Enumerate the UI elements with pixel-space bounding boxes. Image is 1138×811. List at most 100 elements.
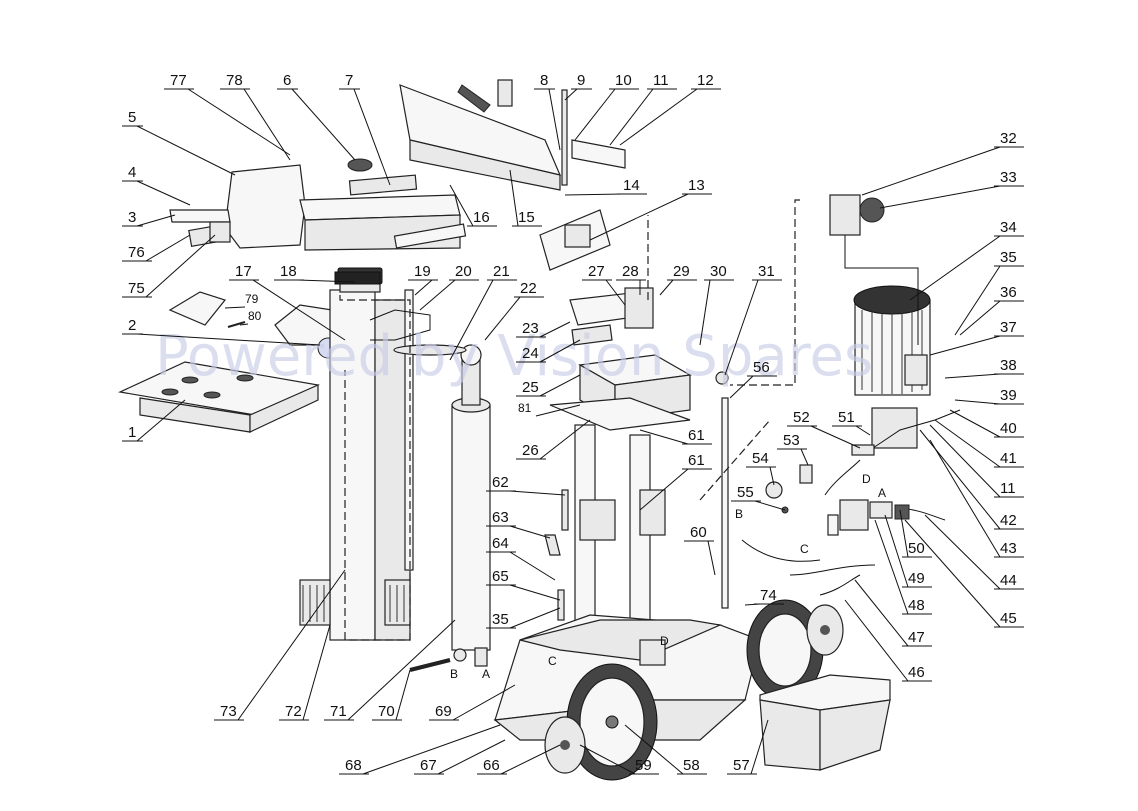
- callout-leader-line: [539, 321, 571, 338]
- callout-number: 66: [483, 757, 500, 774]
- callout-leader-line: [136, 399, 186, 442]
- callout-number: 17: [235, 263, 252, 280]
- callout-number: 30: [710, 263, 727, 280]
- callout-leader-line: [145, 234, 216, 298]
- part-electric-motor: [829, 194, 931, 449]
- callout-leader-line: [699, 279, 711, 346]
- callout-leader-line: [509, 551, 556, 581]
- callout-leader-line: [861, 146, 1001, 196]
- callout-leader-line: [944, 373, 1001, 379]
- callout-number: 16: [473, 209, 490, 226]
- connector-letter-base-c: C: [548, 654, 557, 668]
- callout-number: 1: [128, 424, 136, 441]
- callout-leader-line: [452, 684, 516, 721]
- callout-number: 2: [128, 317, 136, 334]
- part-hydraulic-cylinder: [393, 344, 491, 667]
- part-valve-block: [827, 499, 910, 536]
- callout-leader-line: [874, 519, 909, 615]
- callout-leader-line: [954, 265, 1001, 336]
- callout-number: 21: [493, 263, 510, 280]
- callout-leader-line: [589, 193, 689, 241]
- part-wheels: [544, 599, 844, 781]
- part-levers: [544, 489, 569, 621]
- callout-leader-line: [414, 279, 433, 296]
- callout-number: 36: [1000, 284, 1017, 301]
- callout-leader-line: [395, 669, 411, 721]
- connector-letter-ram-a: A: [482, 667, 490, 681]
- callout-leader-line: [659, 279, 674, 296]
- callout-number: 26: [522, 442, 539, 459]
- callout-leader-line: [237, 569, 346, 721]
- parts-drawing: [117, 79, 961, 781]
- callout-number: 5: [128, 109, 136, 126]
- callout-number: 41: [1000, 450, 1017, 467]
- callout-leader-line: [639, 429, 689, 445]
- callout-leader-line: [484, 296, 521, 341]
- callout-number: 54: [752, 450, 769, 467]
- assembly-lines: [339, 199, 800, 641]
- callout-number: 44: [1000, 572, 1017, 589]
- callout-leader-line: [297, 279, 356, 283]
- callout-leader-line: [954, 399, 1001, 405]
- callout-number: 29: [673, 263, 690, 280]
- callout-number: 11: [653, 72, 669, 89]
- callout-leader-line: [239, 323, 249, 326]
- callout-number: 19: [414, 263, 431, 280]
- callout-number: 70: [378, 703, 395, 720]
- callout-leader-line: [959, 300, 1001, 336]
- callout-number: 64: [492, 535, 509, 552]
- callout-number: 18: [280, 263, 297, 280]
- callout-number: 31: [758, 263, 775, 280]
- callout-leader-line: [243, 88, 291, 161]
- callout-number: 6: [283, 72, 291, 89]
- callout-leader-line: [929, 439, 1001, 558]
- callout-leader-line: [548, 88, 561, 151]
- callout-number: 75: [128, 280, 145, 297]
- callout-leader-line: [509, 490, 566, 496]
- callout-number: 69: [435, 703, 452, 720]
- callout-leader-line: [639, 468, 689, 511]
- callout-leader-line: [605, 279, 626, 306]
- callout-leader-line: [884, 514, 909, 588]
- callout-leader-line: [539, 339, 581, 363]
- callout-leader-line: [509, 584, 561, 601]
- callout-leader-line: [800, 448, 809, 466]
- callout-number: 77: [170, 72, 187, 89]
- callout-leader-line: [362, 724, 501, 775]
- callout-leader-line: [509, 169, 519, 227]
- callout-leader-line: [136, 214, 176, 227]
- callout-number: 11: [1000, 480, 1016, 497]
- callout-number: 32: [1000, 130, 1017, 147]
- callout-leader-line: [854, 579, 909, 647]
- callout-number: 4: [128, 164, 136, 181]
- callout-number: 43: [1000, 540, 1017, 557]
- callout-number: 23: [522, 320, 539, 337]
- callout-leader-line: [509, 607, 561, 629]
- callout-number: 22: [520, 280, 537, 297]
- callout-number: 40: [1000, 420, 1017, 437]
- watermark: Powered by Vision Spares: [155, 324, 873, 389]
- callout-number: 81: [518, 401, 532, 415]
- callout-number: 13: [688, 177, 705, 194]
- callout-number: 39: [1000, 387, 1017, 404]
- callout-number: 53: [783, 432, 800, 449]
- connector-letter-valve-b: B: [735, 507, 743, 521]
- callout-number: 67: [420, 757, 437, 774]
- connector-letter-valve-a: A: [878, 486, 886, 500]
- callout-leader-line: [136, 333, 321, 346]
- callout-number: 60: [690, 524, 707, 541]
- connector-letter-pump-d: D: [862, 472, 871, 486]
- callout-number: 45: [1000, 610, 1017, 627]
- connector-letter-base-d: D: [660, 634, 669, 648]
- callout-number: 57: [733, 757, 750, 774]
- callout-number: 35: [1000, 249, 1017, 266]
- callout-number: 48: [908, 597, 925, 614]
- callout-leader-line: [500, 744, 561, 775]
- callout-number: 71: [330, 703, 347, 720]
- callout-number: 10: [615, 72, 632, 89]
- callout-number: 74: [760, 587, 777, 604]
- callout-number: 15: [518, 209, 535, 226]
- callout-number: 62: [492, 474, 509, 491]
- callout-number: 42: [1000, 512, 1017, 529]
